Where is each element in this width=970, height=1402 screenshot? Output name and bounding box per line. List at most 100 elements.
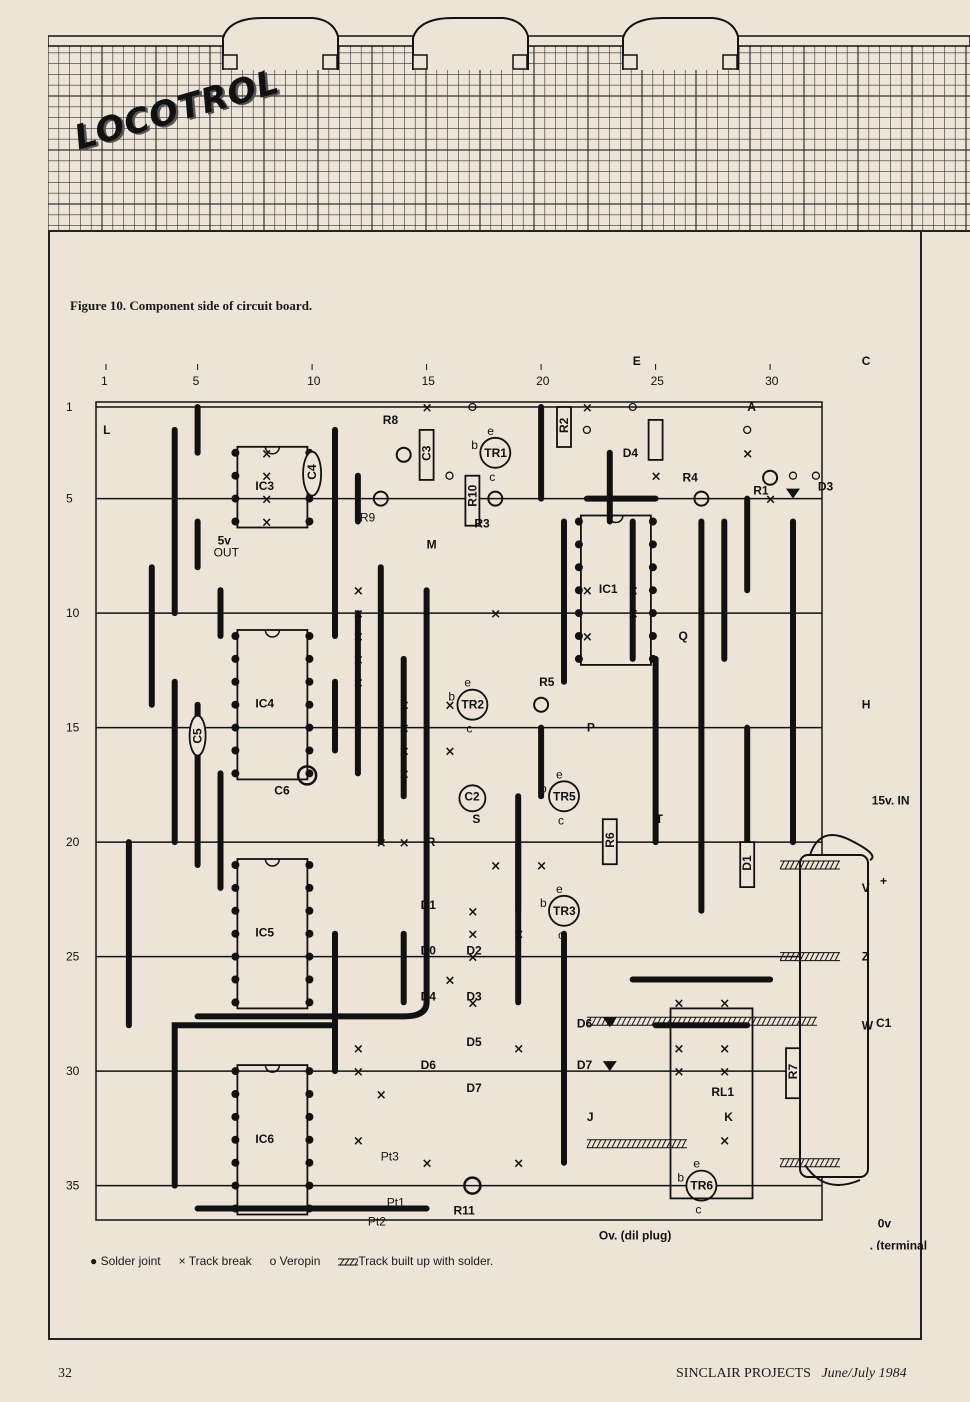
ic-pin <box>574 654 583 663</box>
ic-pin <box>231 746 240 755</box>
terminal-a: A <box>747 400 756 414</box>
track-break-mark: × <box>628 584 639 599</box>
hatch-stroke <box>819 860 825 870</box>
hatch-stroke <box>799 1158 805 1167</box>
transistor-label: TR2 <box>461 698 484 712</box>
hatch-stroke <box>761 1017 767 1026</box>
c1-lead <box>809 834 874 861</box>
veropin <box>582 425 592 435</box>
resistor-body <box>601 818 618 866</box>
ic-pin <box>305 517 314 526</box>
hatch-stroke <box>794 860 800 870</box>
graph-paper-header <box>48 0 970 232</box>
veropin <box>743 425 752 435</box>
hatch-stroke <box>666 1139 672 1149</box>
track-break-mark: × <box>422 401 433 416</box>
hatch-stroke <box>606 1017 612 1026</box>
ic-pin <box>231 723 240 732</box>
out-label: OUT <box>214 545 240 559</box>
hatch-stroke <box>829 1158 835 1167</box>
track-break-mark: × <box>719 1042 730 1057</box>
track-break-mark: × <box>261 516 272 531</box>
r1-pin <box>762 469 779 486</box>
ic-pin <box>574 609 583 618</box>
hatch-stroke <box>819 952 825 961</box>
legend-track-break: × Track break <box>178 1254 252 1268</box>
track-break-mark: × <box>674 1065 685 1080</box>
zero-v-term-label: . (terminal <box>870 1238 927 1250</box>
pin-b: b <box>677 1171 684 1185</box>
transistor-body <box>456 688 489 721</box>
ic-pin <box>231 1204 240 1213</box>
hatch-stroke <box>779 1158 785 1167</box>
ic-pin <box>231 1181 240 1190</box>
hatch-stroke <box>779 952 785 961</box>
terminal-k: K <box>724 1110 733 1124</box>
track-break-marks: ××××××××××××××××××××××××××××××××××××××××… <box>261 401 821 1172</box>
ring-hole <box>412 54 428 70</box>
hatch-stroke <box>791 1017 797 1026</box>
pin-b: b <box>471 438 478 452</box>
column-number-label: 30 <box>765 374 779 388</box>
ic-pin <box>648 632 657 640</box>
hatch-stroke <box>834 860 840 870</box>
ic-pin <box>231 494 240 503</box>
legend-built-up-label: Track built up with solder. <box>358 1254 494 1268</box>
track-break-mark: × <box>399 836 410 851</box>
hatch-stroke <box>686 1017 692 1026</box>
hatch-stroke <box>736 1017 742 1026</box>
track-break-mark: × <box>399 767 410 782</box>
ic-notch <box>264 1065 281 1073</box>
ic-pin <box>648 540 657 549</box>
ic-pin <box>231 929 240 938</box>
ic-pin <box>305 906 314 915</box>
ic-pin <box>305 723 314 732</box>
frame-top-line <box>48 230 970 232</box>
ic-notch <box>264 858 281 867</box>
ic-pin <box>305 494 314 503</box>
track-break-mark: × <box>582 584 593 599</box>
hatch-stroke <box>651 1139 657 1149</box>
track-break-mark: × <box>399 745 410 760</box>
r4-pin <box>693 490 710 507</box>
built-up-track <box>779 952 841 962</box>
column-number-label: 20 <box>536 374 550 388</box>
fifteen-v-label: 15v. IN <box>872 793 910 807</box>
hatch-stroke <box>756 1017 762 1026</box>
hatch-stroke <box>631 1139 637 1149</box>
ic-pin <box>305 1090 314 1098</box>
hatch-stroke <box>656 1017 662 1026</box>
row-number-label: 15 <box>66 721 80 735</box>
track-break-mark: × <box>513 928 524 943</box>
hatch-stroke <box>641 1017 647 1026</box>
capacitor-c1 <box>799 854 869 1178</box>
hatch-stroke <box>801 1017 807 1026</box>
row-number-label: 35 <box>66 1179 80 1193</box>
hatch-stroke <box>601 1139 607 1149</box>
component-labels: R2R10C3R6R7D1TR1ebcTR2ebcTR5ebcTR3ebcTR6… <box>103 354 927 1250</box>
pin-e: e <box>556 767 563 781</box>
hatch-stroke <box>616 1139 622 1149</box>
hatch-stroke <box>824 860 830 870</box>
track-break-mark: × <box>445 699 456 714</box>
hatch-stroke <box>696 1017 702 1026</box>
ic-pin <box>305 1135 314 1144</box>
ic-notch <box>608 515 624 524</box>
resistor-label: C3 <box>420 445 434 461</box>
hatch-stroke <box>641 1139 647 1149</box>
ic-notch <box>264 629 281 638</box>
ic-pin <box>231 1112 240 1121</box>
hatch-stroke <box>794 1158 800 1167</box>
track-break-mark: × <box>490 607 501 622</box>
hatch-stroke <box>706 1017 712 1026</box>
capacitor-label: C6 <box>274 783 290 797</box>
pin-c: c <box>695 1203 701 1217</box>
terminal-z: Z <box>862 950 869 964</box>
hatch-stroke <box>824 1158 830 1167</box>
track-break-mark: × <box>399 722 410 737</box>
ic-pin <box>574 586 583 595</box>
track-break-mark: × <box>490 859 501 874</box>
hatch-stroke <box>784 952 790 961</box>
resistor-body <box>739 841 756 889</box>
